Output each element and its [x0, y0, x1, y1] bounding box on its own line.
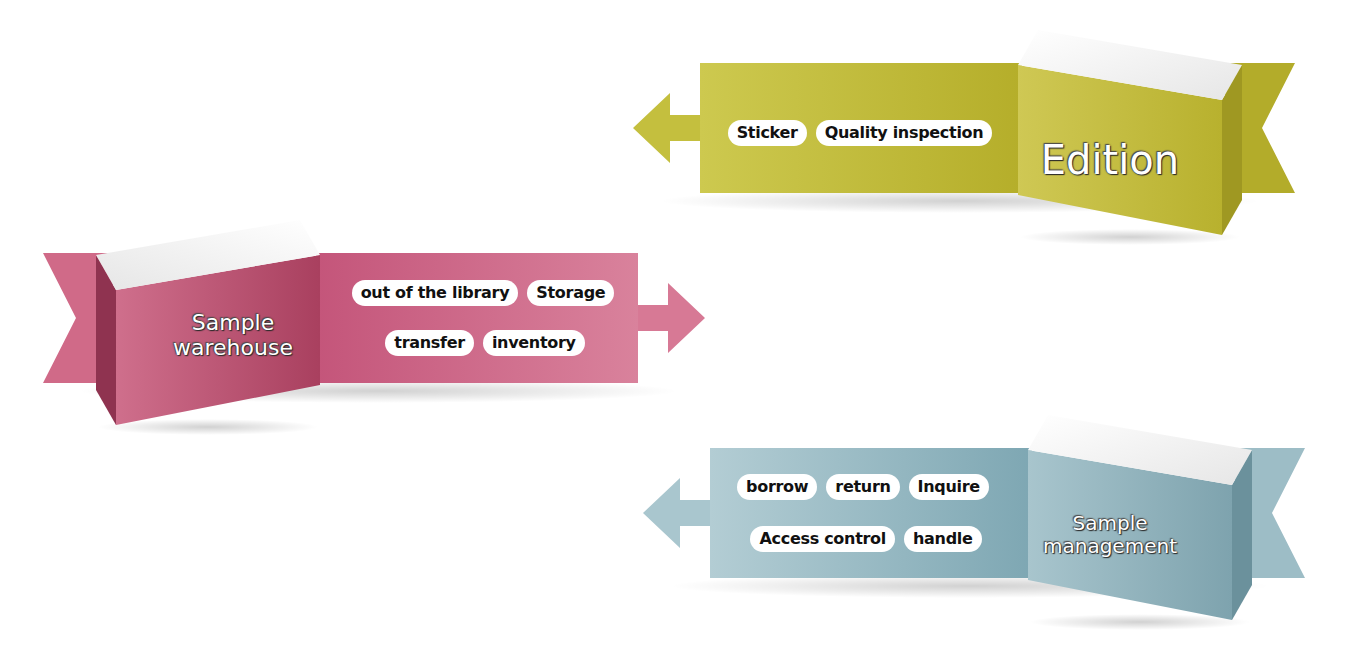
tag-text: inventory: [492, 333, 576, 352]
tag-pill: Inquire: [909, 474, 989, 500]
tag-text: Access control: [759, 529, 886, 548]
ribbon-band: Sample management borrow return InquireAcce…: [640, 410, 1310, 630]
tag-pill: Access control: [750, 526, 895, 552]
ribbon-band: Edition Sticker Quality inspection: [630, 25, 1300, 245]
ribbon-cube: [640, 410, 1310, 630]
tag-pill: handle: [904, 526, 982, 552]
tag-pill: transfer: [385, 330, 474, 356]
tag-pill: return: [826, 474, 899, 500]
tag-text: transfer: [394, 333, 465, 352]
tag-text: Quality inspection: [825, 123, 984, 142]
ribbon-cube: [38, 215, 708, 435]
tag-text: Storage: [536, 283, 605, 302]
tag-text: Inquire: [918, 477, 980, 496]
tag-pill: Storage: [527, 280, 614, 306]
ribbon-band: Sample warehouse out of the library Storag…: [38, 215, 708, 435]
tag-pill: Quality inspection: [816, 120, 993, 146]
tag-text: handle: [913, 529, 973, 548]
tag-text: return: [835, 477, 890, 496]
tag-pill: out of the library: [352, 280, 519, 306]
cube-label: Sample warehouse: [148, 310, 318, 361]
tag-text: borrow: [746, 477, 808, 496]
tag-text: Sticker: [737, 123, 798, 142]
cube-label: Sample management: [1025, 512, 1195, 558]
tag-pill: borrow: [737, 474, 817, 500]
tag-text: out of the library: [361, 283, 510, 302]
tag-pill: Sticker: [728, 120, 807, 146]
tag-pill: inventory: [483, 330, 585, 356]
cube-label: Edition: [1010, 137, 1210, 183]
